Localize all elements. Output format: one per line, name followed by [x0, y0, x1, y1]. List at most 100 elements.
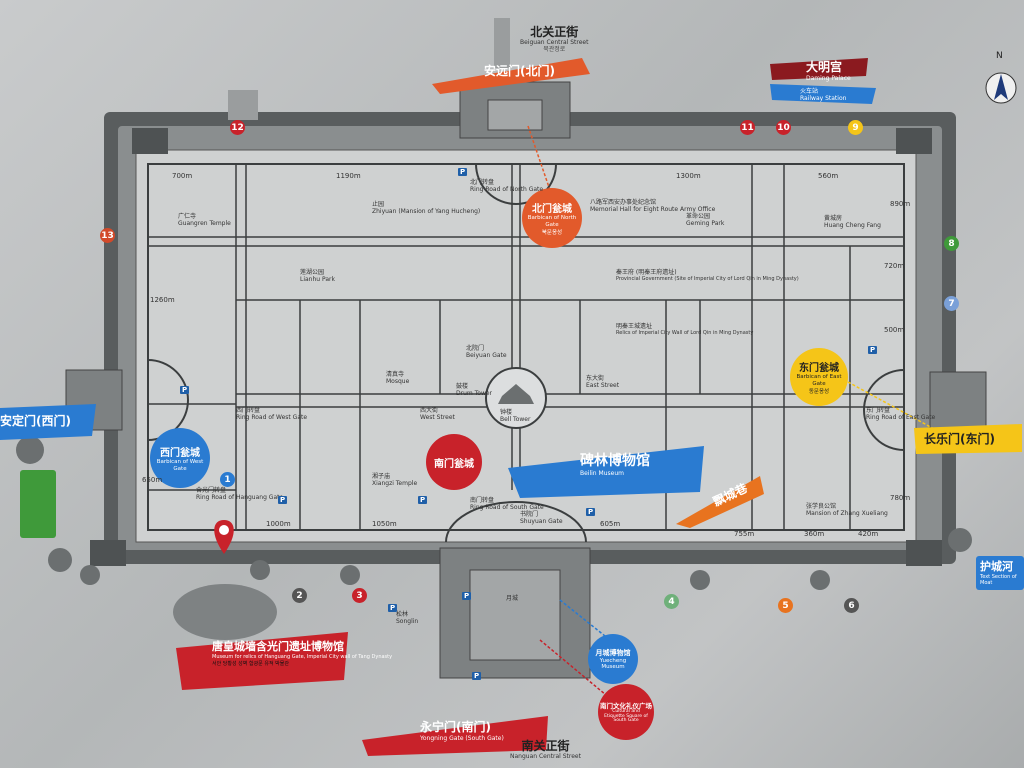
museum-banner-bg — [176, 632, 348, 690]
banner-cn: 护城河 — [980, 560, 1013, 573]
poi-number: 13 — [100, 228, 115, 243]
place-drum: 鼓楼 Drum Tower — [456, 383, 493, 398]
distance-label: 420m — [858, 530, 879, 538]
poi-number: 2 — [292, 588, 307, 603]
east-connector — [847, 381, 937, 431]
west-gate-banner: 安定门(西门) — [0, 412, 71, 429]
museum-banner: 唐皇城墙含光门遗址博物馆 Museum for relics of Hangua… — [212, 638, 392, 667]
moat-banner-bg — [976, 556, 1024, 590]
daming-banner: 大明宫 Daming Palace — [806, 58, 851, 82]
gate-cn: 长乐门(东门) — [924, 432, 995, 446]
beilin-banner: 碑林博物馆 Beilin Museum — [580, 450, 650, 477]
place-cn: 广仁寺 — [178, 213, 197, 220]
place-songlin: 松林 Songlin — [396, 611, 418, 626]
place-en: Drum Tower — [456, 389, 493, 397]
daming-banner-bg — [770, 58, 868, 80]
parking-icon: P — [388, 604, 398, 612]
place-cn: 莲湖公园 — [300, 269, 325, 276]
place-en: Ring Road of East Gate — [866, 413, 936, 421]
place-cn: 革命公园 — [686, 213, 711, 220]
poi-number: 6 — [844, 598, 859, 613]
barbican-cn: 北门瓮城 — [532, 204, 572, 216]
piaocheng-banner-bg — [676, 476, 764, 528]
barbican-ko: 북문옹성 — [541, 229, 563, 236]
place-en: East Street — [586, 381, 620, 389]
place-cn: 湘子庙 — [372, 473, 391, 480]
place-qinpalace: 明秦王城遗址 Relics of Imperial City Wall of L… — [616, 323, 754, 337]
place-en: Relics of Imperial City Wall of Lord Qin… — [616, 329, 754, 336]
north-gate-banner: 安远门(北门) — [484, 62, 555, 79]
barbican-ko: 동문옹성 — [808, 388, 830, 395]
barbican-cn: 南门瓮城 — [434, 458, 474, 470]
place-en: Ring Road of North Gate — [470, 185, 544, 193]
place-en: Geming Park — [686, 219, 725, 227]
place-cn: 东大街 — [586, 375, 605, 382]
place-lianhu: 莲湖公园 Lianhu Park — [300, 269, 335, 284]
place-cn: 松林 — [396, 611, 409, 618]
north-gate-banner-bg — [432, 58, 590, 94]
distance-label: 700m — [172, 172, 193, 180]
north-obelisk — [494, 18, 510, 68]
place-eastring: 东门转盘 Ring Road of East Gate — [866, 407, 936, 422]
sw-corner — [90, 540, 126, 566]
circle-cn: 月城博物馆 — [595, 648, 631, 657]
place-en: Xiangzi Temple — [372, 479, 418, 487]
west-gate-banner-bg — [0, 404, 96, 440]
distance-label: 1260m — [150, 296, 175, 304]
distance-label: 560m — [818, 172, 839, 180]
banner-en: Daming Palace — [806, 75, 851, 82]
west-barbican-circle: 西门瓮城 Barbican of West Gate — [150, 428, 210, 488]
nanmen-connector — [539, 639, 613, 701]
poi-number: 3 — [352, 588, 367, 603]
north-arrow-icon — [985, 72, 1017, 104]
place-cn: 书院门 — [520, 511, 539, 518]
gate-cn: 永宁门(南门) — [420, 720, 491, 734]
parking-icon: P — [868, 346, 878, 354]
place-zhang: 张学良公馆 Mansion of Zhang Xueliang — [806, 503, 888, 518]
east-gate-banner: 长乐门(东门) — [924, 430, 995, 447]
place-westring: 西门转盘 Ring Road of West Gate — [236, 407, 307, 422]
circle-cn: 南门文化礼仪广场 — [600, 701, 652, 710]
distance-label: 890m — [890, 200, 911, 208]
railway-banner-bg — [770, 84, 876, 104]
place-cn: 止园 — [372, 201, 385, 208]
parking-icon: P — [586, 508, 596, 516]
banner-cn: 火车站 — [800, 88, 819, 95]
banner-en: Museum for relics of Hanguang Gate, Impe… — [212, 654, 393, 660]
south-gate-banner: 永宁门(南门) Yongning Gate (South Gate) — [420, 718, 504, 742]
place-en: Ring Road of Hanguang Gate — [196, 493, 284, 501]
poi-number: 5 — [778, 598, 793, 613]
place-en: Memorial Hall for Eight Route Army Offic… — [590, 205, 716, 213]
north-ring — [475, 163, 557, 205]
gate-cn: 安定门(西门) — [0, 414, 71, 428]
parking-icon: P — [180, 386, 190, 394]
place-cn: 鼓楼 — [456, 383, 469, 390]
nw-obelisk — [228, 90, 258, 120]
place-cn: 西大街 — [420, 407, 439, 414]
ne-corner — [896, 128, 932, 154]
distance-label: 780m — [890, 494, 911, 502]
distance-label: 1000m — [266, 520, 291, 528]
distance-label: 1190m — [336, 172, 361, 180]
place-shuyuan: 书院门 Shuyuan Gate — [520, 511, 563, 526]
place-zhiyuan: 止园 Zhiyuan (Mansion of Yang Hucheng) — [372, 201, 481, 216]
place-en: Zhiyuan (Mansion of Yang Hucheng) — [372, 207, 481, 215]
bell-tower-icon — [498, 384, 534, 404]
place-beiyuan: 北院门 Beiyuan Gate — [466, 345, 507, 360]
parking-icon: P — [458, 168, 468, 176]
gate-cn: 安远门(北门) — [484, 64, 555, 78]
distance-label: 605m — [600, 520, 621, 528]
street-en: Beiguan Central Street — [520, 38, 589, 46]
place-bell: 钟楼 Bell Tower — [500, 409, 530, 424]
place-westst: 西大街 West Street — [420, 407, 455, 422]
place-cn: 张学良公馆 — [806, 503, 837, 510]
place-cn: 北院门 — [466, 345, 485, 352]
parking-icon: P — [278, 496, 288, 504]
place-en: Ring Road of South Gate — [470, 503, 544, 511]
place-cn: 西门转盘 — [236, 407, 261, 414]
place-en: Huang Cheng Fang — [824, 221, 881, 229]
street-cn: 南关正街 — [521, 739, 570, 753]
barbican-en: Barbican of North Gate — [527, 215, 577, 228]
